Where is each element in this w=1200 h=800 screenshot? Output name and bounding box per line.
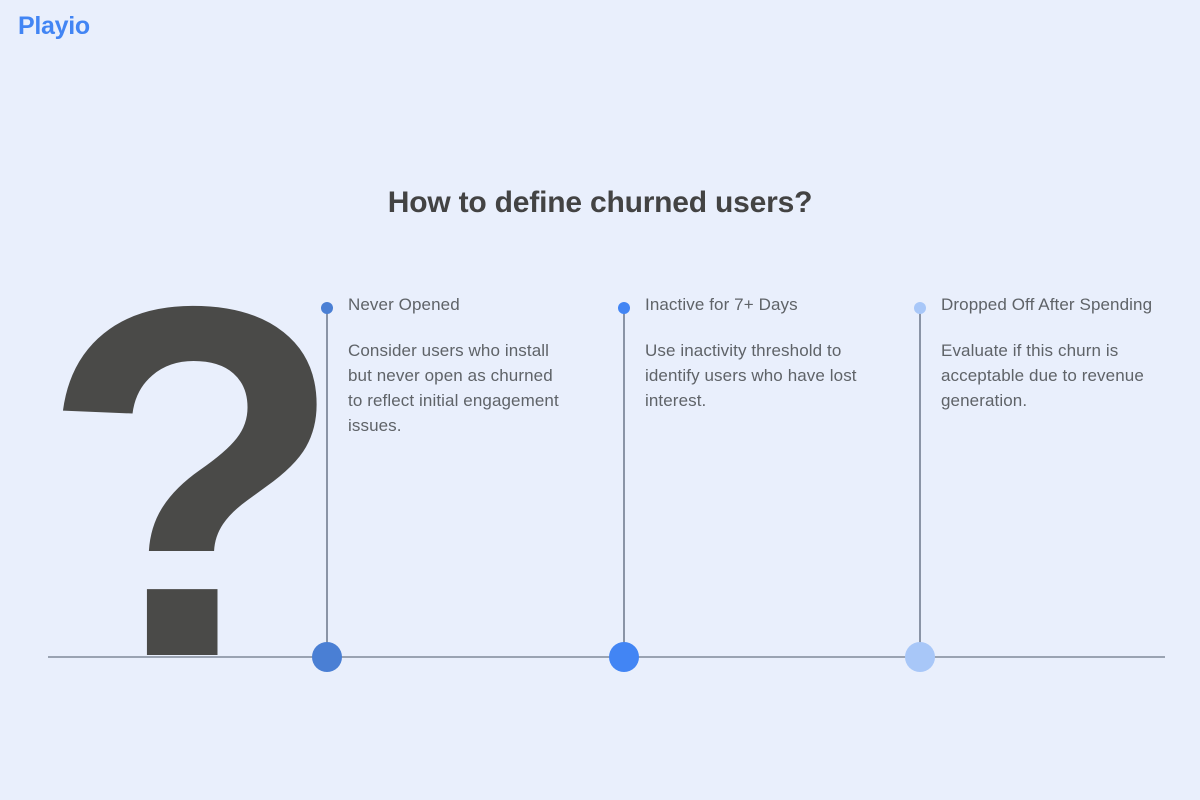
timeline-stem bbox=[623, 310, 625, 657]
brand-logo: Playio bbox=[18, 12, 90, 40]
timeline-item-description: Evaluate if this churn is acceptable due… bbox=[941, 341, 1144, 410]
timeline-item-description: Consider users who install but never ope… bbox=[348, 341, 559, 435]
page-title: How to define churned users? bbox=[387, 186, 813, 219]
timeline-top-dot-icon bbox=[321, 302, 333, 314]
timeline-item-description: Use inactivity threshold to identify use… bbox=[645, 341, 857, 410]
timeline-stem bbox=[326, 310, 328, 657]
timeline-top-dot-icon bbox=[618, 302, 630, 314]
timeline-stem bbox=[919, 310, 921, 657]
timeline-base-dot-icon[interactable] bbox=[609, 642, 639, 672]
timeline-base-dot-icon[interactable] bbox=[312, 642, 342, 672]
question-mark-illustration: ? bbox=[40, 232, 345, 732]
timeline-base-dot-icon[interactable] bbox=[905, 642, 935, 672]
timeline-top-dot-icon bbox=[914, 302, 926, 314]
question-mark-icon: ? bbox=[40, 202, 346, 761]
timeline-item-heading: Dropped Off After Spending bbox=[941, 295, 1153, 314]
timeline-item-heading: Never Opened bbox=[348, 295, 460, 314]
timeline-axis bbox=[48, 656, 1165, 658]
timeline-item-heading: Inactive for 7+ Days bbox=[645, 295, 798, 314]
